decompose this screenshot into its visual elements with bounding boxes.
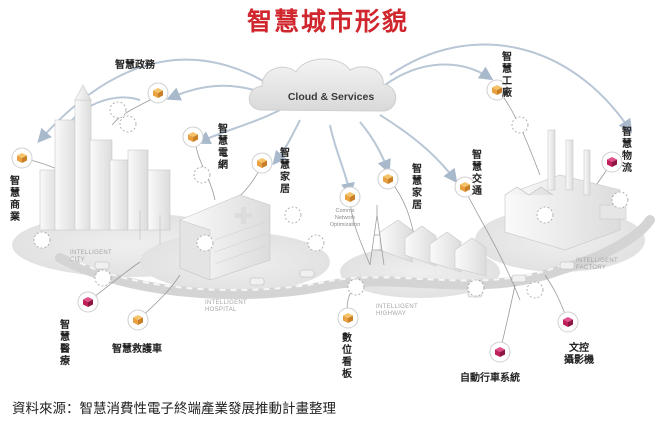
label-line: 智慧 bbox=[472, 150, 482, 173]
label-line: 智慧 bbox=[622, 127, 632, 150]
node-gov-cube-icon bbox=[147, 82, 169, 104]
label-line: 數位 bbox=[342, 333, 352, 356]
label-smart-commerce: 智慧 商業 bbox=[8, 176, 22, 224]
label-line: 物流 bbox=[622, 151, 632, 174]
zone-hospital: INTELLIGENT HOSPITAL bbox=[205, 300, 247, 314]
label-smart-logistics: 智慧 物流 bbox=[620, 127, 634, 175]
city-buildings bbox=[39, 84, 171, 245]
label-line: 智慧 bbox=[502, 52, 512, 75]
sensor-node-icon bbox=[467, 279, 485, 297]
node-home-right-cube-icon bbox=[377, 168, 399, 190]
node-commerce-cube-icon bbox=[11, 147, 33, 169]
label-line: 電網 bbox=[218, 148, 228, 171]
sensor-node-icon bbox=[347, 278, 365, 296]
node-autodrive-camera-icon bbox=[489, 341, 511, 363]
label-smart-government: 智慧政務 bbox=[115, 60, 155, 71]
comms-line: Network bbox=[334, 215, 356, 221]
zone-line: INTELLIGENT bbox=[205, 300, 247, 306]
sensor-node-icon bbox=[109, 101, 127, 119]
label-line: 文控 bbox=[569, 343, 589, 354]
node-signage-board-cube-icon bbox=[337, 307, 359, 329]
sensor-node-icon bbox=[119, 115, 137, 133]
label-line: 看板 bbox=[342, 357, 352, 380]
hospital-building bbox=[179, 194, 271, 281]
page-title: 智慧城市形貌 bbox=[246, 7, 409, 36]
zone-line: HIGHWAY bbox=[376, 311, 407, 317]
label-smart-home-left: 智慧 家居 bbox=[278, 148, 292, 196]
zone-line: INTELLIGENT bbox=[376, 304, 418, 310]
label-digital-signage: 數位 看板 bbox=[340, 333, 354, 381]
node-factory-cube-icon bbox=[486, 79, 508, 101]
sensor-node-icon bbox=[511, 116, 529, 134]
label-line: 家居 bbox=[412, 188, 422, 211]
node-ambulance-cube-icon bbox=[127, 309, 149, 331]
sensor-node-icon bbox=[196, 234, 214, 252]
label-line: 智慧 bbox=[280, 148, 290, 171]
label-smart-home-right: 智慧 家居 bbox=[410, 164, 424, 212]
label-line: 交通 bbox=[472, 174, 482, 197]
sensor-node-icon bbox=[193, 166, 211, 184]
label-line: 醫療 bbox=[60, 344, 70, 367]
label-line: 智慧 bbox=[10, 176, 20, 199]
factory-building bbox=[504, 129, 627, 251]
zone-line: FACTORY bbox=[576, 265, 607, 271]
node-logistics-camera-icon bbox=[601, 151, 623, 173]
source-note: 資料來源：智慧消費性電子終端產業發展推動計畫整理 bbox=[12, 401, 336, 417]
zone-city: INTELLIGENT CITY bbox=[70, 250, 112, 264]
label-line: 攝影機 bbox=[564, 355, 594, 366]
sensor-node-icon bbox=[307, 234, 325, 252]
label-line: 工廠 bbox=[502, 76, 512, 99]
comms-tower bbox=[369, 205, 385, 266]
node-grid-cube-icon bbox=[182, 126, 204, 148]
label-smart-factory: 智慧 工廠 bbox=[500, 52, 514, 100]
label-line: 智慧 bbox=[218, 124, 228, 147]
label-camera: 文控 攝影機 bbox=[562, 343, 596, 367]
comms-line: Comms bbox=[335, 208, 355, 214]
comms-line: Optimization bbox=[329, 222, 361, 228]
label-line: 商業 bbox=[10, 200, 20, 223]
cloud-label: Cloud & Services bbox=[287, 91, 375, 103]
cloud-services bbox=[248, 58, 397, 112]
node-medical-camera-icon bbox=[77, 291, 99, 313]
node-home-left-cube-icon bbox=[251, 152, 273, 174]
vehicles bbox=[94, 261, 575, 298]
sensor-node-icon bbox=[284, 206, 302, 224]
zone-line: HOSPITAL bbox=[205, 307, 237, 313]
sensor-node-icon bbox=[611, 191, 629, 209]
comms-label: Comms Network Optimization bbox=[318, 208, 372, 229]
node-signage-cube-icon bbox=[339, 186, 361, 208]
zone-factory: INTELLIGENT FACTORY bbox=[576, 258, 618, 272]
label-line: 家居 bbox=[280, 172, 290, 195]
zone-line: INTELLIGENT bbox=[576, 258, 618, 264]
zone-line: INTELLIGENT bbox=[70, 250, 112, 256]
sensor-node-icon bbox=[536, 206, 554, 224]
zone-line: CITY bbox=[70, 257, 85, 263]
label-line: 智慧 bbox=[412, 164, 422, 187]
node-camera-camera-icon bbox=[557, 311, 579, 333]
zone-highway: INTELLIGENT HIGHWAY bbox=[376, 304, 418, 318]
label-smart-ambulance: 智慧救護車 bbox=[112, 344, 162, 355]
label-smart-traffic: 智慧 交通 bbox=[470, 150, 484, 198]
sensor-node-icon bbox=[526, 281, 544, 299]
sensor-node-icon bbox=[33, 231, 51, 249]
sensor-node-icon bbox=[94, 269, 112, 287]
houses bbox=[379, 219, 487, 277]
label-smart-grid: 智慧 電網 bbox=[216, 124, 230, 172]
label-smart-medical: 智慧 醫療 bbox=[58, 320, 72, 368]
label-autodrive-system: 自動行車系統 bbox=[460, 373, 520, 384]
label-line: 智慧 bbox=[60, 320, 70, 343]
node-traffic-cube-icon bbox=[454, 176, 476, 198]
